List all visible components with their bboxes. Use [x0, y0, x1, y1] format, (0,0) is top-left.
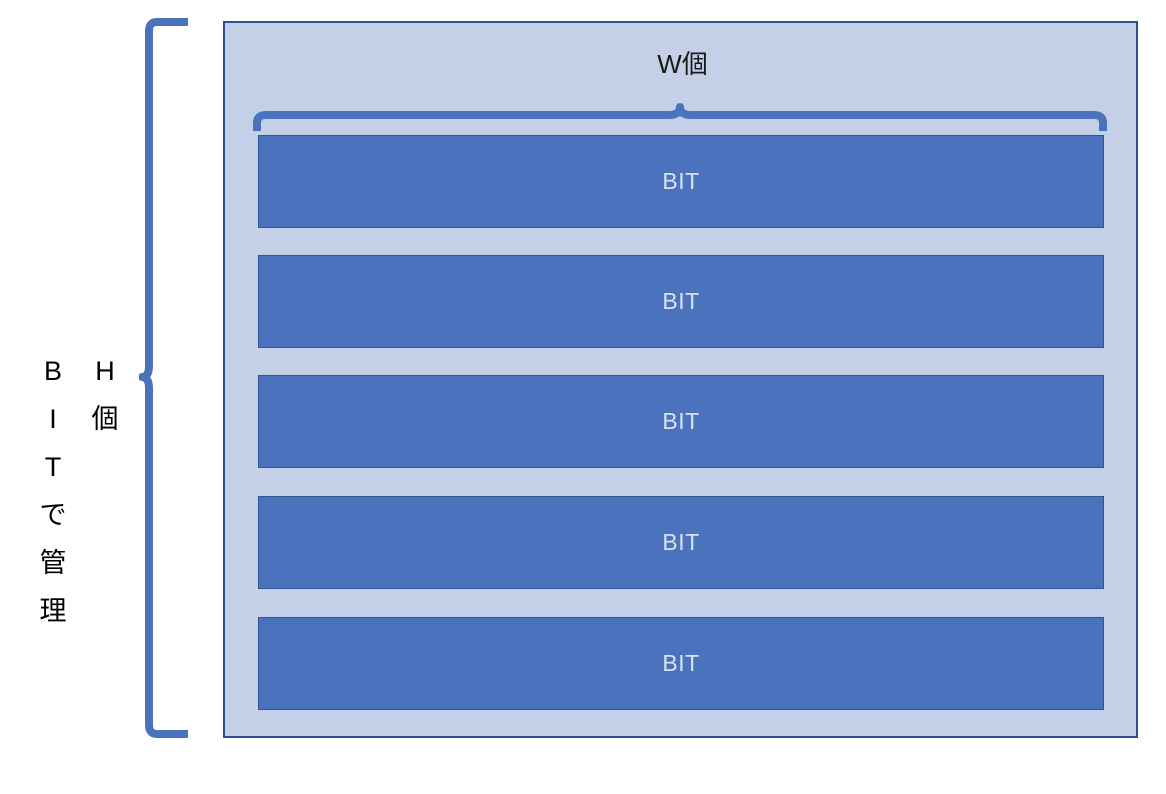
bit-row: BIT	[258, 375, 1104, 468]
bit-row-label: BIT	[662, 408, 700, 434]
bit-row-label: BIT	[662, 529, 700, 555]
horizontal-brace-icon	[253, 103, 1107, 131]
vertical-label-bit-char-4: 管	[39, 548, 67, 578]
memory-container-box: W個 BIT BIT BIT BIT BIT	[223, 21, 1138, 738]
bit-row: BIT	[258, 135, 1104, 228]
bit-row-label: BIT	[662, 288, 700, 314]
vertical-label-bit-char-5: 理	[39, 596, 67, 626]
vertical-label-bit-management: B I T で 管 理	[37, 358, 69, 646]
vertical-label-height-count: H 個	[89, 358, 121, 454]
vertical-label-bit-char-1: I	[49, 404, 57, 434]
vertical-label-bit-char-2: T	[44, 452, 62, 482]
vertical-label-height-char-1: 個	[91, 404, 119, 434]
width-count-label: W個	[657, 49, 708, 79]
bit-row: BIT	[258, 496, 1104, 589]
vertical-label-bit-char-3: で	[39, 500, 67, 530]
bit-row-label: BIT	[662, 650, 700, 676]
bit-row: BIT	[258, 617, 1104, 710]
vertical-label-bit-char-0: B	[43, 356, 62, 386]
vertical-label-height-char-0: H	[95, 356, 115, 386]
bit-row-label: BIT	[662, 168, 700, 194]
vertical-brace-icon	[139, 18, 188, 738]
bit-row: BIT	[258, 255, 1104, 348]
